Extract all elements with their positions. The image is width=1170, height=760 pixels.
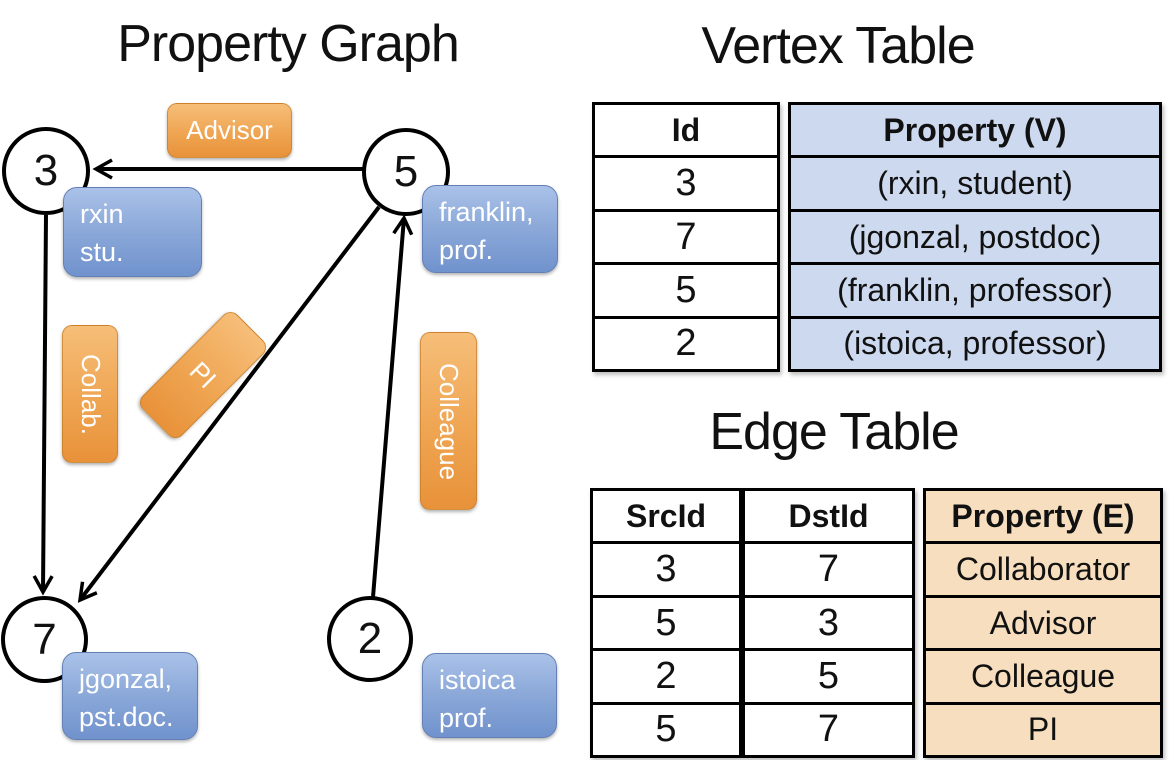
vertex-property-box-istoica: istoica prof.: [422, 653, 557, 738]
vertex-id-cell: 2: [595, 315, 777, 369]
vertex-property-line: rxin: [80, 199, 124, 229]
vertex-id-cell: 5: [595, 262, 777, 315]
vertex-property-line: franklin,: [439, 197, 534, 227]
vertex-property-cell: (istoica, professor): [791, 315, 1159, 370]
edge-dstid-cell: 5: [745, 648, 912, 701]
vertex-table-property-column: Property (V) (rxin, student) (jgonzal, p…: [788, 102, 1162, 372]
vertex-table-id-column: Id 3 7 5 2: [592, 102, 780, 372]
edge-property-cell: Colleague: [926, 648, 1160, 702]
vertex-property-line: prof.: [439, 235, 494, 265]
vertex-id-header: Id: [671, 111, 701, 148]
edge-2-to-5-colleague: [371, 214, 414, 598]
vertex-property-cell: (rxin, student): [791, 155, 1159, 209]
edge-srcid-header: SrcId: [625, 497, 707, 534]
edge-srcid-cell: 2: [593, 648, 739, 701]
edge-dstid-cell: 7: [745, 701, 912, 755]
vertex-property-line: jgonzal,: [79, 664, 173, 694]
vertex-table-title: Vertex Table: [701, 17, 975, 75]
edge-table-title: Edge Table: [709, 403, 959, 461]
edge-label-colleague: Colleague: [420, 332, 477, 510]
edge-label-pi-text: PI: [184, 355, 223, 394]
edge-srcid-cell: 3: [593, 541, 739, 594]
edge-property-cell: Advisor: [926, 594, 1160, 649]
edge-label-collab-text: Collab.: [75, 353, 106, 435]
edge-label-advisor-text: Advisor: [186, 115, 273, 145]
edge-srcid-cell: 5: [593, 701, 739, 755]
edge-table-srcid-column: SrcId 3 5 2 5: [590, 488, 742, 758]
edge-3-to-7-collab: [32, 214, 54, 596]
vertex-property-line: stu.: [80, 237, 124, 267]
vertex-property-header: Property (V): [791, 105, 1159, 156]
edge-label-collab: Collab.: [62, 325, 118, 463]
edge-label-advisor: Advisor: [167, 103, 292, 158]
node-circle-2: 2: [327, 596, 413, 682]
edge-property-header: Property (E): [926, 491, 1160, 542]
edge-dstid-header: DstId: [788, 497, 869, 534]
edge-dstid-cell: 7: [745, 541, 912, 594]
vertex-property-box-jgonzal: jgonzal, pst.doc.: [62, 652, 198, 740]
vertex-property-cell: (jgonzal, postdoc): [791, 208, 1159, 263]
vertex-property-line: pst.doc.: [79, 702, 174, 732]
vertex-property-line: prof.: [439, 703, 494, 733]
edge-property-cell: PI: [926, 701, 1160, 756]
edge-table-dstid-column: DstId 7 3 5 7: [742, 488, 915, 758]
edge-property-cell: Collaborator: [926, 541, 1160, 595]
vertex-property-box-rxin: rxin stu.: [63, 187, 202, 277]
edge-dstid-cell: 3: [745, 594, 912, 648]
vertex-property-box-franklin: franklin, prof.: [422, 185, 558, 273]
edge-table-property-column: Property (E) Collaborator Advisor Collea…: [923, 488, 1163, 758]
property-graph-title: Property Graph: [117, 15, 460, 73]
edge-srcid-cell: 5: [593, 594, 739, 648]
edge-5-to-7-pi: [77, 205, 381, 603]
vertex-property-cell: (franklin, professor): [791, 262, 1159, 316]
edge-label-colleague-text: Colleague: [434, 362, 464, 480]
vertex-property-line: istoica: [439, 665, 516, 695]
vertex-id-cell: 7: [595, 208, 777, 262]
vertex-id-cell: 3: [595, 155, 777, 208]
node-circle-3: 3: [2, 127, 90, 215]
